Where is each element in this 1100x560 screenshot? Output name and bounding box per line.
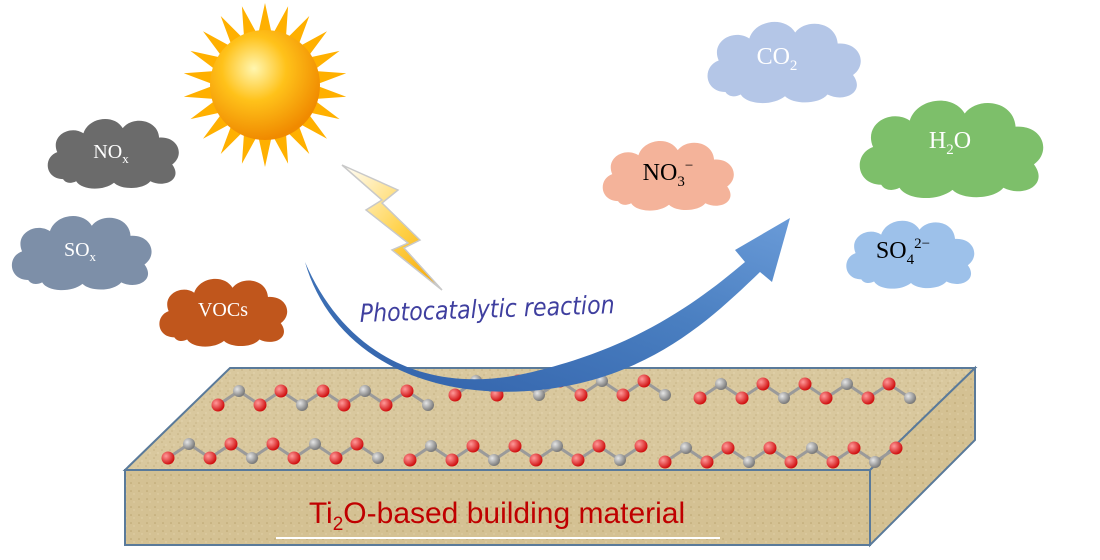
no3-cloud: NO3− — [602, 141, 734, 211]
oxygen-atom — [616, 388, 630, 402]
titanium-atom — [359, 385, 371, 397]
titanium-atom — [841, 378, 853, 390]
titanium-atom — [296, 399, 308, 411]
oxygen-atom — [798, 377, 812, 391]
oxygen-atom — [224, 437, 238, 451]
titanium-atom — [425, 440, 437, 452]
oxygen-atom — [161, 451, 175, 465]
sun-icon — [183, 3, 347, 167]
reaction-arrow-icon — [305, 218, 790, 392]
oxygen-atom — [889, 441, 903, 455]
tio2-molecule-icon — [161, 374, 916, 469]
titanium-atom — [614, 454, 626, 466]
oxygen-atom — [211, 398, 225, 412]
titanium-atom — [372, 452, 384, 464]
titanium-atom — [680, 442, 692, 454]
oxygen-atom — [700, 455, 714, 469]
svg-text:SOx: SOx — [64, 239, 97, 264]
titanium-atom — [743, 456, 755, 468]
titanium-atom — [309, 438, 321, 450]
oxygen-atom — [826, 455, 840, 469]
oxygen-atom — [445, 453, 459, 467]
titanium-atom — [806, 442, 818, 454]
lightning-bolt-icon — [341, 164, 443, 291]
oxygen-atom — [466, 439, 480, 453]
slab-front-face — [124, 469, 871, 546]
titanium-atom — [659, 389, 671, 401]
svg-text:NOx: NOx — [93, 141, 129, 166]
oxygen-atom — [316, 384, 330, 398]
titanium-atom — [422, 399, 434, 411]
titanium-atom — [551, 440, 563, 452]
titanium-atom — [488, 454, 500, 466]
oxygen-atom — [721, 441, 735, 455]
oxygen-atom — [847, 441, 861, 455]
oxygen-atom — [400, 384, 414, 398]
reaction-label: Photocatalytic reaction — [359, 290, 615, 328]
oxygen-atom — [735, 391, 749, 405]
oxygen-atom — [203, 451, 217, 465]
svg-text:SO42−: SO42− — [876, 236, 930, 268]
material-label: Ti2O-based building material — [309, 497, 685, 535]
titanium-atom — [778, 392, 790, 404]
oxygen-atom — [658, 455, 672, 469]
sox-cloud: SOx — [11, 216, 152, 291]
h2o-cloud: H2O — [859, 100, 1044, 199]
oxygen-atom — [574, 388, 588, 402]
titanium-atom — [233, 385, 245, 397]
svg-text:H2O: H2O — [929, 128, 971, 158]
sun-disc — [210, 30, 320, 140]
oxygen-atom — [379, 398, 393, 412]
svg-text:NO3−: NO3− — [643, 158, 694, 190]
oxygen-atom — [266, 437, 280, 451]
oxygen-atom — [448, 388, 462, 402]
oxygen-atom — [861, 391, 875, 405]
oxygen-atom — [350, 437, 364, 451]
oxygen-atom — [287, 451, 301, 465]
oxygen-atom — [784, 455, 798, 469]
oxygen-atom — [490, 388, 504, 402]
oxygen-atom — [637, 374, 651, 388]
titanium-atom — [869, 456, 881, 468]
oxygen-atom — [337, 398, 351, 412]
oxygen-atom — [508, 439, 522, 453]
oxygen-atom — [253, 398, 267, 412]
oxygen-atom — [571, 453, 585, 467]
oxygen-atom — [274, 384, 288, 398]
svg-text:CO2: CO2 — [757, 44, 798, 74]
vocs-cloud: VOCs — [159, 278, 288, 347]
svg-text:VOCs: VOCs — [198, 299, 248, 321]
nox-cloud: NOx — [47, 119, 179, 189]
titanium-atom — [533, 389, 545, 401]
oxygen-atom — [882, 377, 896, 391]
titanium-atom — [904, 392, 916, 404]
oxygen-atom — [756, 377, 770, 391]
oxygen-atom — [693, 391, 707, 405]
oxygen-atom — [529, 453, 543, 467]
oxygen-atom — [403, 453, 417, 467]
co2-cloud: CO2 — [707, 21, 861, 104]
oxygen-atom — [763, 441, 777, 455]
titanium-atom — [246, 452, 258, 464]
titanium-atom — [183, 438, 195, 450]
oxygen-atom — [329, 451, 343, 465]
oxygen-atom — [819, 391, 833, 405]
building-material-slab: Ti2O-based building material — [122, 365, 978, 548]
so4-cloud: SO42− — [846, 220, 975, 289]
oxygen-atom — [634, 439, 648, 453]
titanium-atom — [715, 378, 727, 390]
oxygen-atom — [592, 439, 606, 453]
